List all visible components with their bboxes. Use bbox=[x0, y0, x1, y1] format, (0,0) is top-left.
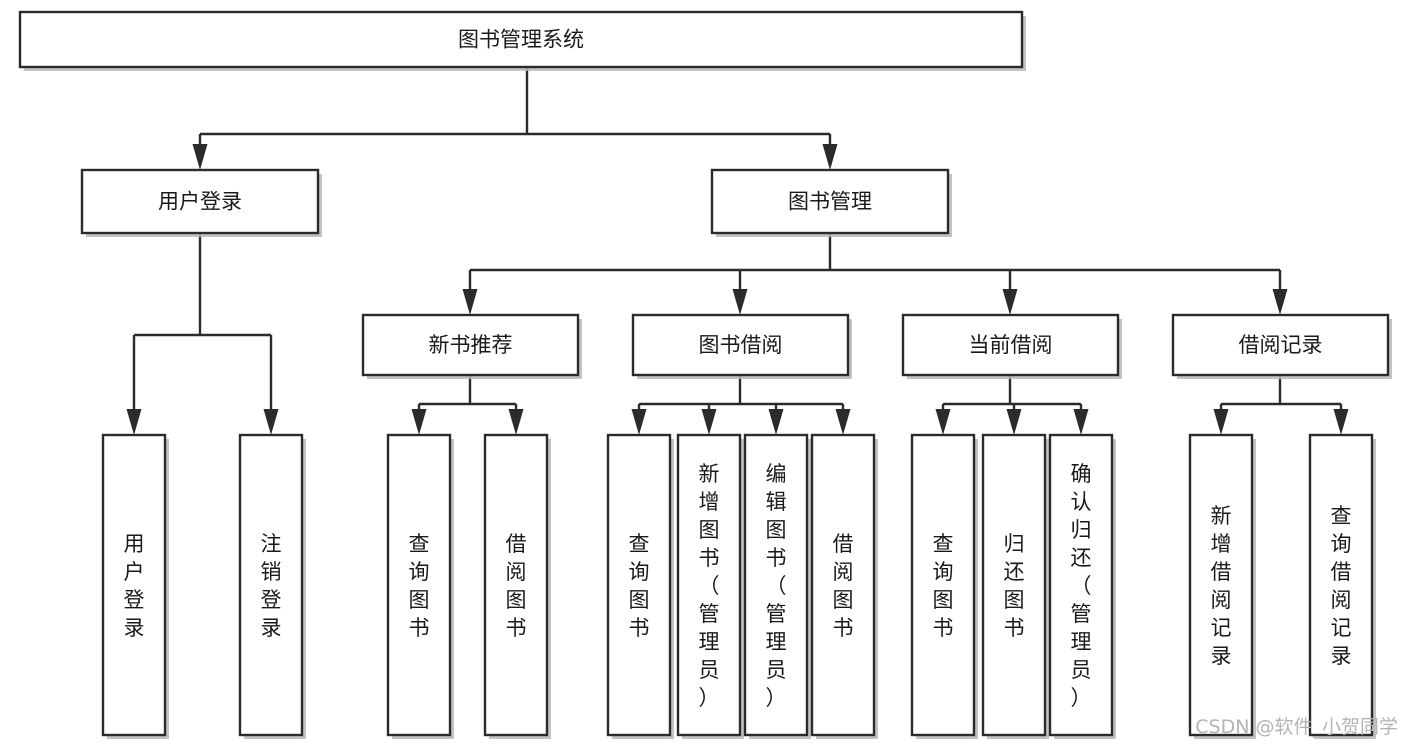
arrow-head-icon bbox=[126, 409, 142, 435]
arrow-head-icon bbox=[701, 409, 717, 435]
arrow-head-icon bbox=[732, 289, 748, 315]
node-label: 编辑图书（管理员） bbox=[766, 462, 787, 710]
node-level3-current-borrow[interactable]: 当前借阅 bbox=[901, 313, 1122, 379]
node-leaf-leaf-borrow-book-rec[interactable]: 借阅图书 bbox=[483, 433, 551, 739]
node-label: 查询图书 bbox=[629, 532, 650, 640]
connector-layer bbox=[126, 67, 1349, 435]
node-level2-book-manage[interactable]: 图书管理 bbox=[710, 168, 952, 237]
node-box[interactable] bbox=[810, 433, 876, 737]
arrow-head-icon bbox=[462, 289, 478, 315]
node-label: 归还图书 bbox=[1004, 532, 1025, 640]
arrow-head-icon bbox=[1073, 409, 1089, 435]
node-box[interactable] bbox=[238, 433, 304, 737]
arrow-head-icon bbox=[1213, 409, 1229, 435]
node-leaf-leaf-borrow-book[interactable]: 借阅图书 bbox=[810, 433, 878, 739]
node-box[interactable] bbox=[361, 313, 580, 377]
arrow-head-icon bbox=[411, 409, 427, 435]
node-label: 新增借阅记录 bbox=[1211, 504, 1232, 668]
node-box[interactable] bbox=[1308, 433, 1374, 737]
node-box[interactable] bbox=[743, 433, 809, 737]
node-label: 查询图书 bbox=[409, 532, 430, 640]
node-label: 图书管理 bbox=[788, 190, 872, 214]
node-box[interactable] bbox=[1048, 433, 1114, 737]
node-leaf-leaf-user-login[interactable]: 用户登录 bbox=[101, 433, 169, 739]
node-level3-book-borrow[interactable]: 图书借阅 bbox=[631, 313, 852, 379]
arrow-head-icon bbox=[822, 144, 838, 170]
node-leaf-leaf-query-record[interactable]: 查询借阅记录 bbox=[1308, 433, 1376, 739]
node-box[interactable] bbox=[386, 433, 452, 737]
node-level2-user-login[interactable]: 用户登录 bbox=[80, 168, 322, 237]
csdn-watermark: CSDN @软件_小贺同学 bbox=[1195, 716, 1398, 738]
node-label: 用户登录 bbox=[124, 532, 145, 640]
node-box[interactable] bbox=[483, 433, 549, 737]
node-box[interactable] bbox=[18, 10, 1024, 69]
arrow-head-icon bbox=[768, 409, 784, 435]
node-leaf-leaf-query-book-rec[interactable]: 查询图书 bbox=[386, 433, 454, 739]
node-leaf-leaf-add-book[interactable]: 新增图书（管理员） bbox=[676, 433, 744, 739]
node-box[interactable] bbox=[910, 433, 976, 737]
node-box[interactable] bbox=[606, 433, 672, 737]
arrow-head-icon bbox=[508, 409, 524, 435]
node-box[interactable] bbox=[80, 168, 320, 235]
node-leaf-leaf-edit-book[interactable]: 编辑图书（管理员） bbox=[743, 433, 811, 739]
node-leaf-leaf-query-book-borrow[interactable]: 查询图书 bbox=[606, 433, 674, 739]
arrow-head-icon bbox=[1006, 409, 1022, 435]
arrow-head-icon bbox=[192, 144, 208, 170]
arrow-head-icon bbox=[935, 409, 951, 435]
node-leaf-leaf-logout[interactable]: 注销登录 bbox=[238, 433, 306, 739]
arrow-head-icon bbox=[835, 409, 851, 435]
node-label: 确认归还（管理员） bbox=[1071, 462, 1092, 710]
node-label: 图书管理系统 bbox=[458, 28, 584, 52]
node-layer: 图书管理系统用户登录图书管理新书推荐图书借阅当前借阅借阅记录用户登录注销登录查询… bbox=[18, 10, 1392, 739]
node-box[interactable] bbox=[676, 433, 742, 737]
node-leaf-leaf-return-book[interactable]: 归还图书 bbox=[981, 433, 1049, 739]
node-label: 借阅图书 bbox=[506, 532, 527, 640]
node-box[interactable] bbox=[1188, 433, 1254, 737]
node-label: 查询图书 bbox=[933, 532, 954, 640]
node-leaf-leaf-query-book-current[interactable]: 查询图书 bbox=[910, 433, 978, 739]
node-label: 借阅图书 bbox=[833, 532, 854, 640]
node-label: 用户登录 bbox=[158, 190, 242, 214]
node-root-root[interactable]: 图书管理系统 bbox=[18, 10, 1026, 71]
arrow-head-icon bbox=[263, 409, 279, 435]
node-leaf-leaf-confirm-return[interactable]: 确认归还（管理员） bbox=[1048, 433, 1116, 739]
node-label: 新增图书（管理员） bbox=[699, 462, 720, 710]
node-label: 借阅记录 bbox=[1239, 333, 1323, 357]
node-label: 查询借阅记录 bbox=[1331, 504, 1352, 668]
node-label: 当前借阅 bbox=[969, 333, 1053, 357]
node-box[interactable] bbox=[631, 313, 850, 377]
node-label: 图书借阅 bbox=[699, 333, 783, 357]
node-box[interactable] bbox=[981, 433, 1047, 737]
node-level3-borrow-record[interactable]: 借阅记录 bbox=[1171, 313, 1392, 379]
arrow-head-icon bbox=[1002, 289, 1018, 315]
node-level3-new-book-recommend[interactable]: 新书推荐 bbox=[361, 313, 582, 379]
node-box[interactable] bbox=[101, 433, 167, 737]
node-label: 注销登录 bbox=[261, 532, 282, 640]
arrow-head-icon bbox=[1333, 409, 1349, 435]
node-label: 新书推荐 bbox=[429, 333, 513, 357]
arrow-head-icon bbox=[1272, 289, 1288, 315]
node-leaf-leaf-add-record[interactable]: 新增借阅记录 bbox=[1188, 433, 1256, 739]
node-box[interactable] bbox=[710, 168, 950, 235]
arrow-head-icon bbox=[631, 409, 647, 435]
node-box[interactable] bbox=[901, 313, 1120, 377]
node-box[interactable] bbox=[1171, 313, 1390, 377]
